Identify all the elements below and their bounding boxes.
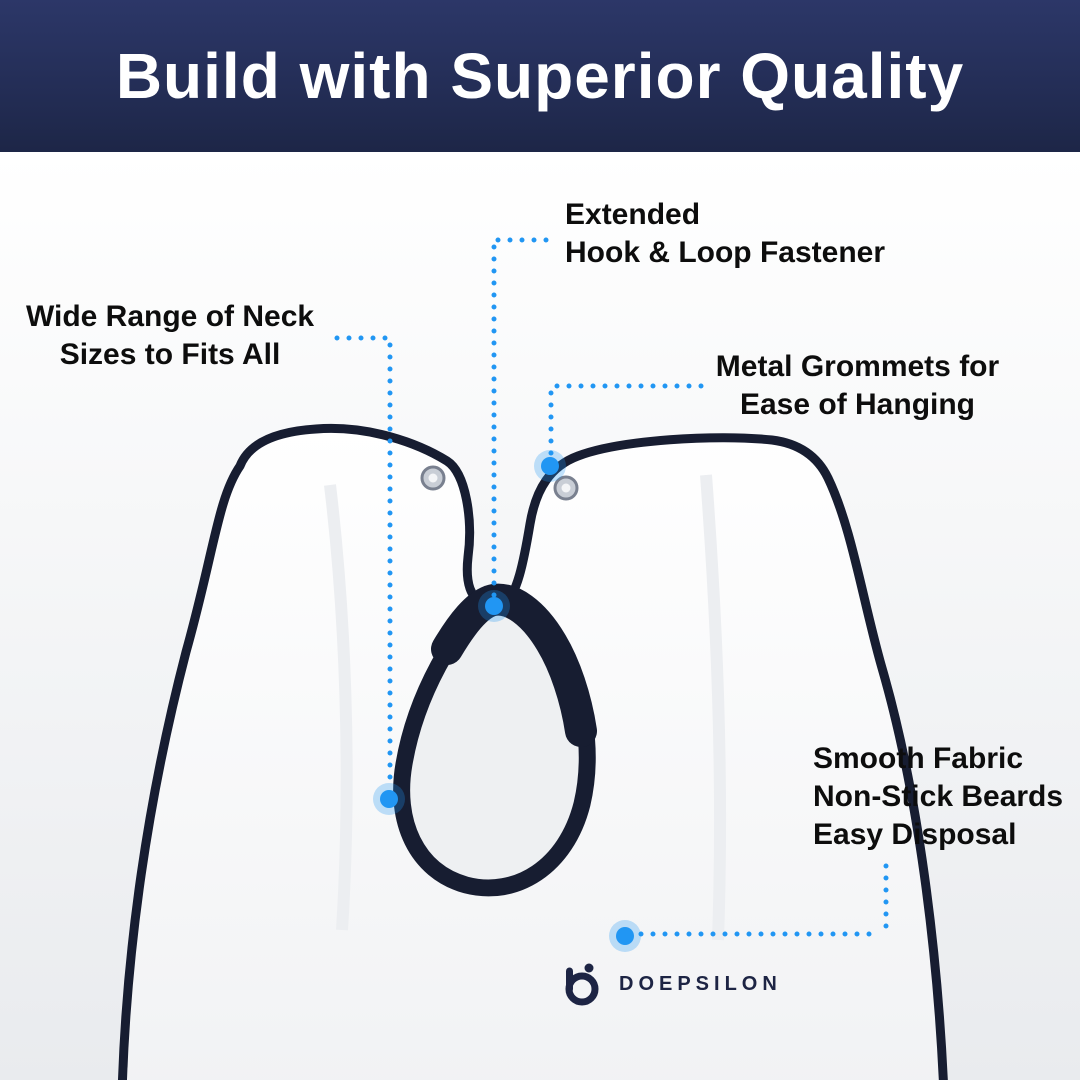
brand-name: DOEPSILON: [619, 972, 782, 995]
marker-dot-fastener: [478, 590, 510, 622]
banner-title: Build with Superior Quality: [115, 40, 965, 112]
fabric-fold-right: [700, 474, 727, 941]
marker-dot-neck: [373, 783, 405, 815]
brand-logo-icon: [565, 963, 599, 1006]
grommet-left: [420, 465, 446, 491]
leader-line-grommets: [548, 383, 707, 460]
marker-dot-grommets: [534, 450, 566, 482]
callout-fastener-label: Extended Hook & Loop Fastener: [565, 198, 886, 269]
callout-neck-label: Wide Range of Neck Sizes to Fits All: [25, 300, 315, 371]
grommet-right: [553, 475, 579, 501]
callout-fabric-label: Smooth Fabric Non-Stick Beards Easy Disp…: [813, 742, 1064, 851]
leader-line-fastener: [491, 237, 556, 599]
leader-line-neck: [334, 335, 394, 792]
leader-line-fabric: [638, 863, 889, 937]
brand-logo: DOEPSILON: [558, 960, 782, 1008]
banner: Build with Superior Quality: [0, 0, 1080, 152]
fabric-fold-left: [324, 484, 353, 931]
fastener-strap: [431, 583, 597, 747]
marker-dot-fabric: [609, 920, 641, 952]
callout-grommets-label: Metal Grommets for Ease of Hanging: [715, 350, 1000, 421]
